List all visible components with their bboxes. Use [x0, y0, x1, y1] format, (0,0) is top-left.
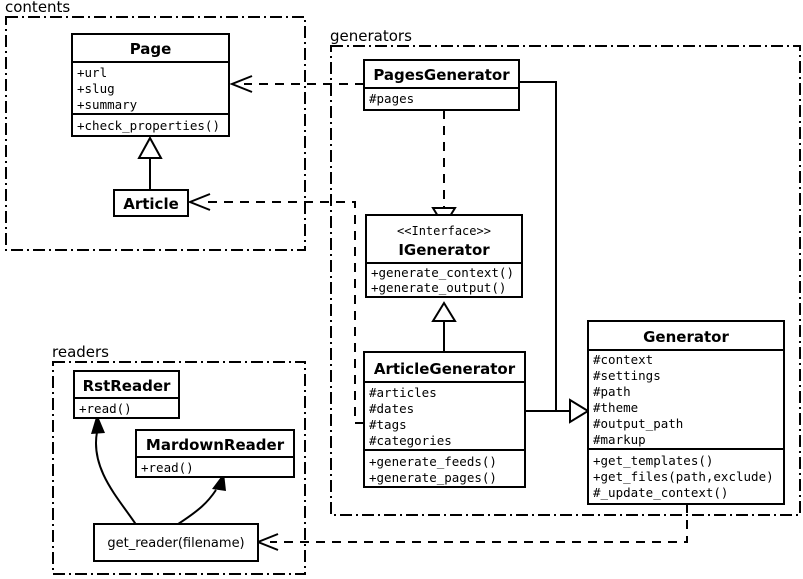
class-generator-attribute: #theme [593, 400, 638, 415]
class-igenerator-method: +generate_context() [371, 265, 514, 280]
package-contents: contents [5, 0, 306, 251]
class-igenerator[interactable]: <<Interface>> IGenerator +generate_conte… [365, 214, 523, 298]
class-article-box [113, 189, 189, 217]
class-articlegenerator-attribute: #dates [369, 401, 414, 416]
class-rstreader-method: +read() [79, 401, 132, 416]
class-generator-method: +get_templates() [593, 453, 713, 468]
class-articlegenerator-attribute: #categories [369, 433, 452, 448]
package-generators-label: generators [330, 27, 412, 45]
class-igenerator-method: +generate_output() [371, 280, 506, 295]
class-generator-attribute: #markup [593, 432, 646, 447]
class-generator-title: Generator [643, 328, 729, 346]
relation-line [519, 81, 570, 412]
class-articlegenerator-attribute: #tags [369, 417, 407, 432]
class-article-title: Article [123, 195, 179, 213]
class-page[interactable]: Page +url +slug +summary +check_properti… [71, 33, 230, 137]
class-generator[interactable]: Generator #context #settings #path #them… [587, 320, 785, 505]
class-pagesgenerator-title: PagesGenerator [373, 66, 510, 84]
dependency-arrowhead-article [187, 193, 211, 211]
class-articlegenerator-title: ArticleGenerator [374, 360, 516, 378]
class-page-attribute: +url [77, 65, 107, 80]
package-generators: generators [330, 27, 801, 516]
class-articlegenerator-method: +generate_feeds() [369, 454, 497, 469]
class-rstreader-box [73, 370, 180, 419]
class-pagesgenerator-attribute: #pages [369, 91, 414, 106]
class-articlegenerator[interactable]: ArticleGenerator #articles #dates #tags … [363, 351, 526, 488]
class-igenerator-stereotype: <<Interface>> [397, 224, 491, 238]
class-generator-attribute: #output_path [593, 416, 683, 431]
class-pagesgenerator[interactable]: PagesGenerator #pages [363, 59, 520, 111]
generalization-arrowhead-generator [569, 398, 590, 424]
function-getreader[interactable]: get_reader(filename) [93, 523, 259, 562]
generalization-arrowhead-page [137, 135, 163, 159]
class-rstreader-title: RstReader [83, 377, 171, 395]
class-generator-method: #_update_context() [593, 485, 728, 500]
relation-line [174, 489, 217, 527]
relation-articlegenerator-article [187, 193, 364, 424]
class-page-attribute: +slug [77, 81, 115, 96]
class-article[interactable]: Article [113, 189, 189, 217]
relation-generator-getreader [255, 504, 688, 551]
class-generator-method: +get_files(path,exclude) [593, 469, 774, 484]
package-readers-label: readers [52, 343, 109, 361]
class-articlegenerator-attribute: #articles [369, 385, 437, 400]
relation-pagesgenerator-page [229, 75, 364, 93]
package-readers: readers [52, 343, 306, 575]
package-readers-border [52, 361, 306, 575]
relation-line [202, 201, 364, 424]
class-rstreader[interactable]: RstReader +read() [73, 370, 180, 419]
relation-articlegenerator-igenerator [431, 301, 457, 356]
class-generator-attribute: #path [593, 384, 631, 399]
relation-line [94, 431, 138, 527]
class-page-box [71, 33, 230, 137]
package-contents-label: contents [5, 0, 70, 16]
class-generator-attribute: #settings [593, 368, 661, 383]
package-contents-border [5, 16, 306, 251]
class-pagesgenerator-box [363, 59, 520, 111]
relation-line [270, 504, 688, 543]
function-getreader-label: get_reader(filename) [107, 536, 244, 551]
class-page-title: Page [130, 40, 172, 58]
class-generator-box [587, 320, 785, 505]
class-igenerator-box [365, 214, 523, 298]
relation-getreader-mardownreader [174, 473, 226, 527]
instantiate-arrowhead-rstreader [91, 414, 105, 434]
generalization-arrowhead-igenerator [431, 301, 457, 322]
package-generators-border [330, 45, 801, 516]
relation-pagesgenerator-generator [519, 81, 570, 412]
dependency-arrowhead-page [229, 75, 253, 93]
class-page-attribute: +summary [77, 97, 138, 112]
class-page-method: +check_properties() [77, 118, 220, 133]
relation-pagesgenerator-igenerator [431, 110, 457, 228]
class-articlegenerator-method: +generate_pages() [369, 470, 497, 485]
class-mardownreader[interactable]: MardownReader +read() [135, 429, 295, 478]
class-mardownreader-title: MardownReader [146, 436, 285, 454]
class-igenerator-title: IGenerator [398, 241, 490, 259]
function-getreader-box [93, 523, 259, 562]
class-mardownreader-box [135, 429, 295, 478]
relation-article-page [137, 135, 163, 190]
relation-getreader-rstreader [91, 414, 138, 527]
class-generator-attribute: #context [593, 352, 653, 367]
class-mardownreader-method: +read() [141, 460, 194, 475]
class-articlegenerator-box [363, 351, 526, 488]
